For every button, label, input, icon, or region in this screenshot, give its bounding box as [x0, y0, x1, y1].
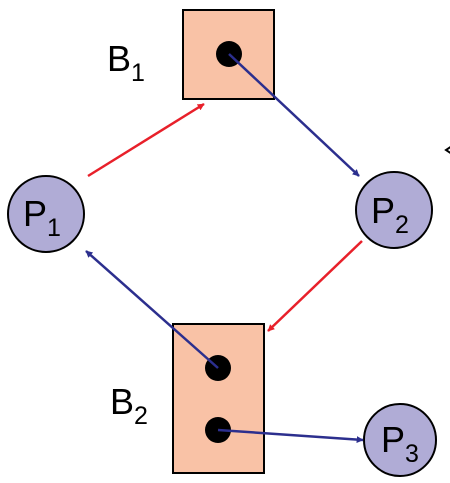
process-p2-circle — [355, 171, 433, 249]
process-p3-label: P3 — [381, 419, 419, 468]
resource-b1-label: B1 — [107, 38, 145, 87]
edge-b2-to-p3 — [217, 428, 364, 444]
edge-p2-to-b2 — [267, 240, 363, 332]
resource-b2 — [172, 323, 265, 474]
process-p1-circle — [7, 175, 85, 253]
process-p3: P3 — [363, 403, 437, 477]
resource-b2-label: B2 — [110, 381, 148, 430]
edge-b2-to-p1 — [85, 250, 219, 369]
process-p2-label: P2 — [371, 190, 409, 239]
resource-b2-box — [172, 323, 265, 474]
process-p1: P1 — [7, 175, 85, 253]
edge-fragment-mark — [444, 146, 450, 154]
resource-b1 — [182, 9, 275, 100]
edge-p1-to-b1 — [87, 102, 205, 178]
process-p1-label: P1 — [23, 193, 61, 242]
process-p3-circle — [363, 403, 437, 477]
edge-b1-to-p2 — [228, 53, 360, 177]
process-p2: P2 — [355, 171, 433, 249]
